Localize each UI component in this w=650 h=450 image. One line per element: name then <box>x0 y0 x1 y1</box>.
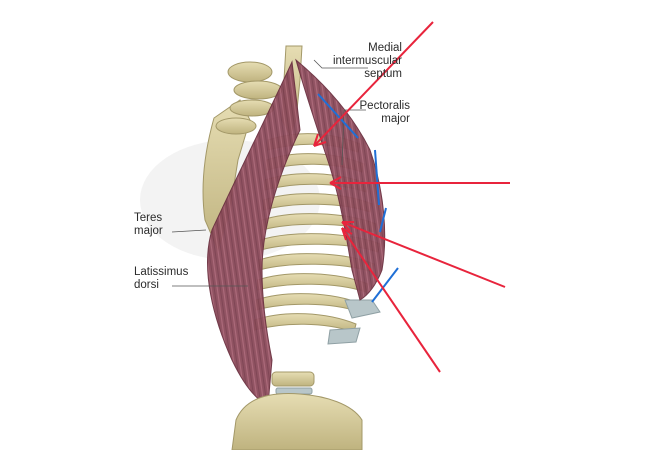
label-teres-line-2: major <box>134 225 163 237</box>
label-medial-line-3: septum <box>364 68 402 80</box>
lumbar-vertebra <box>271 371 315 395</box>
label-medial-line-2: intermuscular <box>332 55 402 67</box>
label-pectoralis-line-2: major <box>381 113 410 125</box>
label-pectoralis-major: Pectoralis major <box>330 100 411 126</box>
scapula <box>202 99 251 252</box>
label-medial-line-1: Medial <box>368 42 402 54</box>
blue-line-1 <box>317 93 359 139</box>
blue-annotation-lines <box>317 93 399 303</box>
label-latissimus-line-2: dorsi <box>134 279 159 291</box>
pectoralis-major-muscle <box>295 58 386 301</box>
label-latissimus-dorsi: Latissimus dorsi <box>134 266 214 292</box>
label-latissimus-line-1: Latissimus <box>134 266 189 278</box>
red-arrow-3 <box>341 221 506 288</box>
label-pectoralis-line-1: Pectoralis <box>359 100 411 112</box>
pelvis <box>231 393 363 450</box>
label-teres-line-1: Teres <box>134 212 163 224</box>
costal-cartilage <box>327 299 381 345</box>
red-arrow-1 <box>313 21 434 147</box>
red-arrow-4 <box>341 227 441 373</box>
cervical-vertebrae <box>215 61 283 135</box>
blue-line-2 <box>374 149 380 206</box>
rib <box>257 273 369 293</box>
leader-medial-septum <box>313 59 368 69</box>
label-leader-lines <box>171 59 368 287</box>
red-annotation-arrows <box>313 21 510 373</box>
label-teres-major: Teres major <box>134 212 194 238</box>
label-medial-intermuscular-septum: Medial intermuscular septum <box>298 42 402 81</box>
leader-teres <box>171 229 207 233</box>
blue-line-3 <box>379 207 387 233</box>
blue-line-4 <box>371 267 399 303</box>
latissimus-dorsi-muscle <box>207 60 301 406</box>
leader-pectoralis <box>341 109 366 166</box>
